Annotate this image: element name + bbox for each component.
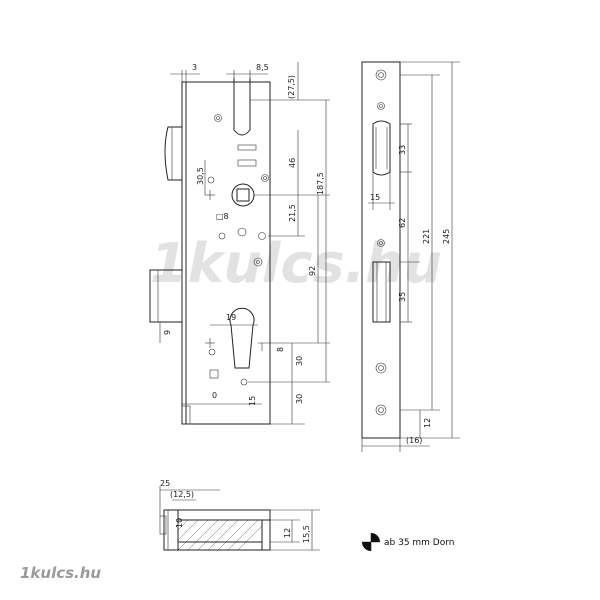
lock-case-outline [181,81,271,425]
dead-bolt [149,269,183,323]
lock-body-front-view [149,78,271,425]
dim-92: 92 [308,266,317,276]
center-symbol-icon [371,533,380,542]
dim-19: 19 [226,313,236,322]
dim-15: 15 [248,396,257,406]
section-dim-25: 25 [160,479,170,488]
dim-30-lower: 30 [295,394,304,404]
dim-27-5: (27,5) [287,75,296,99]
dim-9: 9 [163,330,172,335]
faceplate-dim-245: 245 [442,229,451,244]
watermark-text: 1kulcs.hu [150,232,442,295]
dim-46: 46 [288,158,297,168]
faceplate-dim-62: 62 [398,218,407,228]
section-dim-10: 10 [175,518,184,528]
section-faceplate [163,509,179,551]
front-view-dimensions: 3 8,5 (27,5) 30,5 □8 46 21,5 187,5 92 19 [159,62,330,425]
section-dim-15-5: 15,5 [302,525,311,543]
faceplate-dim-12: 12 [423,418,432,428]
faceplate-dim-221: 221 [422,229,431,244]
dim-30-5: 30,5 [196,167,205,185]
faceplate-dim-35: 35 [398,292,407,302]
latch-bolt [164,126,182,181]
corner-logo: 1kulcs.hu [20,564,101,582]
faceplate-dim-33: 33 [398,145,407,155]
follower-square [236,188,250,202]
section-dim-12-5: (12,5) [170,490,194,499]
dim-8: 8 [276,347,285,352]
latch-opening [372,120,391,176]
dim-187-5: 187,5 [316,172,325,195]
dim-sq8: □8 [216,212,229,221]
faceplate-dim-15: 15 [370,193,380,202]
section-view [159,509,271,551]
mandrel-note: ab 35 mm Dorn [362,533,454,551]
bolt-opening [372,261,391,323]
faceplate-dim-16: (16) [406,436,422,445]
section-dimensions: 25 (12,5) 10 12 15,5 [159,479,320,551]
top-slot [233,78,251,136]
faceplate-outline [361,61,401,439]
note-text: ab 35 mm Dorn [384,538,454,548]
dim-0: 0 [212,391,217,400]
dim-21-5: 21,5 [288,204,297,222]
faceplate-dimensions: 33 15 62 35 221 245 12 (16) [361,61,460,452]
dim-30-upper: 30 [295,356,304,366]
follower-hub [231,183,255,207]
section-dim-12: 12 [283,528,292,538]
dim-8-5: 8,5 [256,63,269,72]
dim-3: 3 [192,63,197,72]
